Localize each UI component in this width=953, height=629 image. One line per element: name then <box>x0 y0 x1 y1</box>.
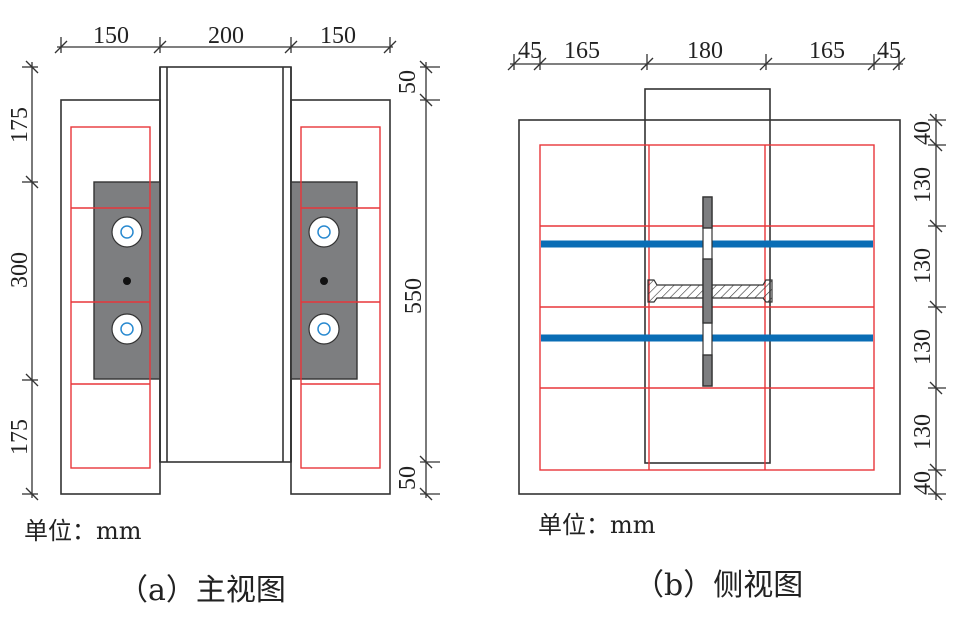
side-concrete-block <box>518 119 901 495</box>
side-view-caption: （b）侧视图 <box>634 568 803 603</box>
dim-label: 175 <box>7 419 33 455</box>
front-top-dimension: 150 200 150 <box>54 23 397 54</box>
left-steel-plate <box>93 181 161 380</box>
side-right-dimension: 40 130 130 130 130 40 <box>910 113 946 501</box>
dim-label: 550 <box>401 278 427 314</box>
dim-label: 50 <box>395 466 421 490</box>
front-right-dimension: 50 550 50 <box>395 60 440 501</box>
side-top-dimension: 45 165 180 165 45 <box>507 38 906 71</box>
dim-label: 40 <box>910 471 936 495</box>
left-concrete-block <box>60 99 161 495</box>
bolt-icon <box>111 313 143 345</box>
bolt-icon <box>111 216 143 248</box>
dim-label: 165 <box>809 38 845 64</box>
right-concrete-block <box>290 99 391 495</box>
dim-label: 50 <box>395 70 421 94</box>
dim-label: 150 <box>320 23 356 49</box>
dim-label: 130 <box>910 167 936 203</box>
dim-label: 175 <box>7 107 33 143</box>
dim-label: 45 <box>518 38 542 64</box>
dim-label: 150 <box>93 23 129 49</box>
side-steel-column <box>644 88 771 464</box>
side-view: 45 165 180 165 45 40 130 130 130 130 40 <box>507 38 946 603</box>
vertical-steel-plate <box>702 196 713 387</box>
front-unit-label: 单位：mm <box>24 517 142 545</box>
dim-label: 130 <box>910 248 936 284</box>
dim-label: 200 <box>208 23 244 49</box>
dim-label: 45 <box>877 38 901 64</box>
dim-label: 130 <box>910 414 936 450</box>
dim-label: 40 <box>910 121 936 145</box>
bolt-icon <box>308 313 340 345</box>
anchor-dot-icon <box>320 277 328 285</box>
dim-label: 165 <box>564 38 600 64</box>
steel-column <box>159 66 292 463</box>
dim-label: 300 <box>7 252 33 288</box>
dim-label: 180 <box>687 38 723 64</box>
side-unit-label: 单位：mm <box>538 511 656 539</box>
front-view: 150 200 150 175 300 175 <box>7 23 440 608</box>
front-left-dimension: 175 300 175 <box>7 60 39 501</box>
anchor-dot-icon <box>123 277 131 285</box>
front-view-caption: （a）主视图 <box>118 573 286 608</box>
dim-label: 130 <box>910 329 936 365</box>
bolt-icon <box>308 216 340 248</box>
